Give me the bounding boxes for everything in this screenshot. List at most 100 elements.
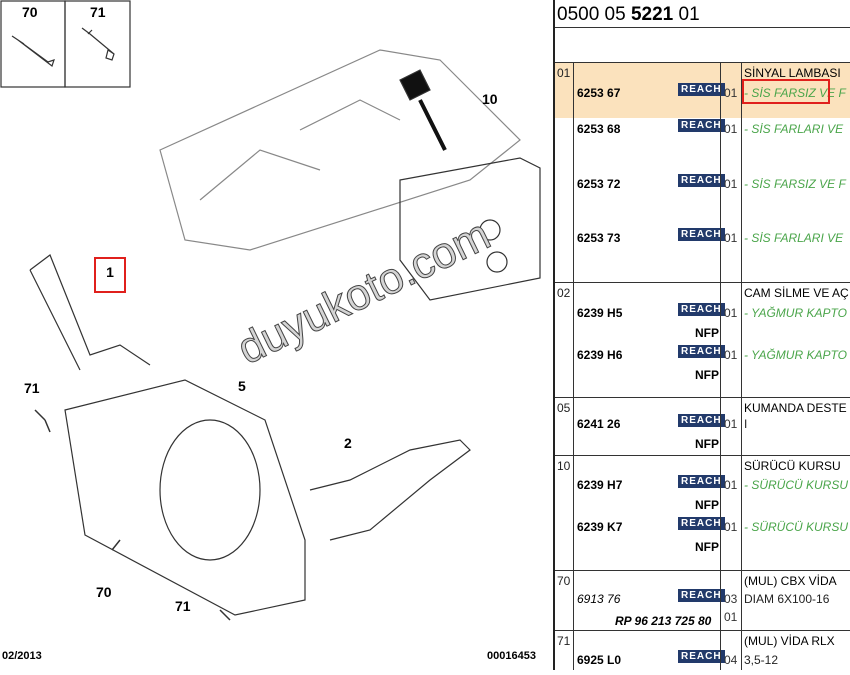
screw-71-icon	[81, 27, 115, 61]
reach-badge: REACH	[678, 228, 725, 241]
part-reference[interactable]: 6925 L0	[577, 653, 622, 667]
steering-column-ring	[159, 419, 261, 561]
footer-code: 00016453	[487, 650, 536, 662]
alt-reference[interactable]: RP 96 213 725 80	[615, 614, 712, 628]
group-index: 71	[557, 634, 571, 648]
nfp-label: NFP	[695, 326, 719, 340]
callout-70: 70	[22, 4, 38, 20]
part-description: - SÜRÜCÜ KURSU	[744, 520, 849, 534]
part-reference[interactable]: 6239 K7	[577, 520, 623, 534]
group-index: 02	[557, 286, 571, 300]
parts-diagram: 70 71 10 1 71 5 2 70 71 02/2013 00016453…	[0, 0, 541, 662]
knob-icon	[479, 219, 501, 241]
quantity: 03	[724, 592, 738, 606]
quantity: 01	[724, 478, 738, 492]
footer-date: 02/2013	[2, 650, 42, 662]
group-index: 05	[557, 401, 571, 415]
part-reference[interactable]: 6241 26	[577, 417, 621, 431]
knob-icon	[486, 251, 508, 273]
reach-badge: REACH	[678, 345, 725, 358]
group-title: (MUL) VİDA RLX	[744, 634, 835, 648]
group-title: SÜRÜCÜ KURSU	[744, 459, 841, 473]
part-description: - SİS FARSIZ VE F	[744, 177, 846, 191]
light-stalk-icon	[309, 439, 471, 541]
catalog-number: 5221	[630, 4, 674, 25]
reach-badge: REACH	[678, 589, 725, 602]
part-description: 3,5-12	[744, 653, 779, 667]
group-title: SİNYAL LAMBASI	[744, 66, 841, 80]
group-title: KUMANDA DESTE	[744, 401, 847, 415]
nfp-label: NFP	[695, 498, 719, 512]
callout-71: 71	[24, 380, 40, 396]
callout-70: 70	[96, 584, 112, 600]
part-description: - SİS FARSIZ VE F	[744, 86, 846, 100]
column-divider	[720, 62, 721, 670]
quantity: 01	[724, 348, 738, 362]
screw-marker-icon	[34, 409, 231, 621]
part-reference[interactable]: 6239 H6	[577, 348, 623, 362]
group-title: (MUL) CBX VİDA	[744, 574, 837, 588]
group-index: 10	[557, 459, 571, 473]
part-reference[interactable]: 6253 73	[577, 231, 621, 245]
reach-badge: REACH	[678, 83, 725, 96]
part-reference[interactable]: 6913 76	[577, 592, 621, 606]
callout-10: 10	[482, 91, 498, 107]
callout-2: 2	[344, 435, 352, 451]
column-divider	[741, 62, 742, 670]
part-description: - SÜRÜCÜ KURSU	[744, 478, 849, 492]
group-index: 01	[557, 66, 571, 80]
quantity: 01	[724, 306, 738, 320]
reach-badge: REACH	[678, 517, 725, 530]
exploded-view-drawing	[0, 0, 541, 621]
part-reference[interactable]: 6253 68	[577, 122, 621, 136]
callout-1[interactable]: 1	[94, 257, 126, 293]
reach-badge: REACH	[678, 119, 725, 132]
callout-71: 71	[90, 4, 106, 20]
dashboard-icon	[159, 49, 521, 251]
column-divider	[573, 62, 574, 670]
part-description: - SİS FARLARI VE	[744, 122, 844, 136]
reach-badge: REACH	[678, 414, 725, 427]
group-index: 70	[557, 574, 571, 588]
part-description: - YAĞMUR KAPTO	[744, 348, 847, 362]
nfp-label: NFP	[695, 368, 719, 382]
part-reference[interactable]: 6239 H7	[577, 478, 623, 492]
leader-line	[418, 99, 447, 151]
catalog-suffix: 01	[673, 4, 700, 25]
part-reference[interactable]: 6253 67	[577, 86, 621, 100]
callout-71: 71	[175, 598, 191, 614]
driving-school-module-icon	[399, 157, 541, 301]
quantity: 01	[724, 231, 738, 245]
part-description: - YAĞMUR KAPTO	[744, 306, 847, 320]
screw-70-icon	[11, 35, 55, 67]
quantity: 01	[724, 417, 738, 431]
part-description: - SİS FARLARI VE	[744, 231, 844, 245]
quantity: 01	[724, 122, 738, 136]
quantity: 01	[724, 520, 738, 534]
highlight-box	[742, 79, 830, 104]
nfp-label: NFP	[695, 437, 719, 451]
reach-badge: REACH	[678, 174, 725, 187]
wiper-stalk-icon	[29, 254, 151, 371]
part-description: I	[744, 417, 748, 431]
part-description: DIAM 6X100-16	[744, 592, 830, 606]
part-reference[interactable]: 6253 72	[577, 177, 621, 191]
part-reference[interactable]: 6239 H5	[577, 306, 623, 320]
quantity: 04	[724, 653, 738, 667]
quantity: 01	[724, 86, 738, 100]
catalog-prefix: 0500 05	[557, 4, 631, 25]
reach-badge: REACH	[678, 303, 725, 316]
group-title: CAM SİLME VE AÇ	[744, 286, 849, 300]
module-location-marker	[399, 69, 431, 101]
reach-badge: REACH	[678, 650, 725, 663]
quantity: 01	[724, 177, 738, 191]
screw-71-box	[64, 0, 131, 88]
switch-base-icon	[64, 379, 306, 616]
